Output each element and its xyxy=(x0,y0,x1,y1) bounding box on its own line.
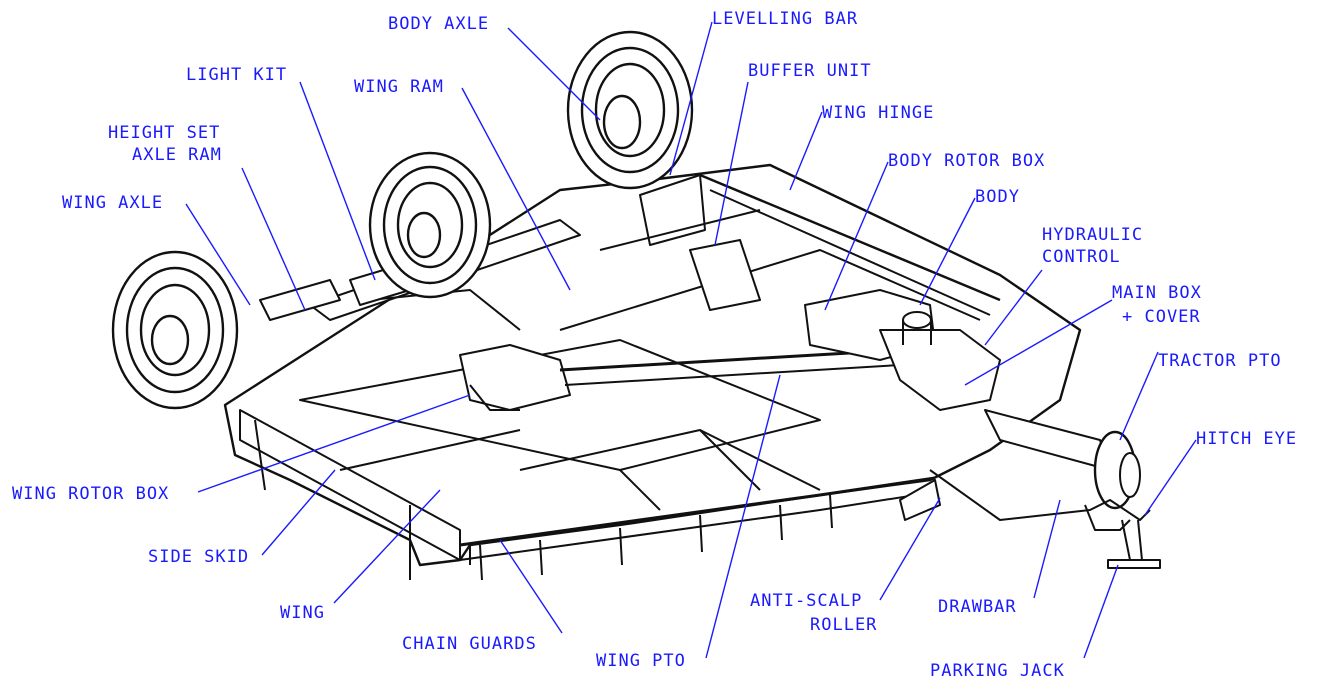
label-light-kit: LIGHT KIT xyxy=(186,65,288,85)
body-wheel xyxy=(566,30,694,190)
label-wing-hinge: WING HINGE xyxy=(822,103,935,123)
label-chain-guards: CHAIN GUARDS xyxy=(402,634,537,654)
machine-outline xyxy=(223,163,1161,581)
wing-wheel-middle xyxy=(368,151,492,299)
label-wing: WING xyxy=(280,603,325,623)
label-levelling-bar: LEVELLING BAR xyxy=(712,9,859,29)
label-wing-ram: WING RAM xyxy=(354,77,444,97)
label-height-set: HEIGHT SET xyxy=(108,123,221,143)
label-axle-ram: AXLE RAM xyxy=(132,145,222,165)
label-body-rotor-box: BODY ROTOR BOX xyxy=(888,151,1046,171)
label-body: BODY xyxy=(975,187,1020,207)
label-wing-axle: WING AXLE xyxy=(62,193,164,213)
label-anti-scalp: ANTI-SCALP xyxy=(750,591,863,611)
label-hitch-eye: HITCH EYE xyxy=(1196,429,1298,449)
label-roller: ROLLER xyxy=(810,615,878,635)
label-buffer-unit: BUFFER UNIT xyxy=(748,61,872,81)
label-wing-pto: WING PTO xyxy=(596,651,686,671)
label-main-box-cover: + COVER xyxy=(1122,307,1201,327)
label-hydraulic: HYDRAULIC xyxy=(1042,225,1144,245)
label-drawbar: DRAWBAR xyxy=(938,597,1017,617)
label-body-axle: BODY AXLE xyxy=(388,14,490,34)
leader-lines xyxy=(185,21,1197,659)
wing-wheel-left xyxy=(111,250,239,410)
label-tractor-pto: TRACTOR PTO xyxy=(1158,351,1282,371)
label-wing-rotor-box: WING ROTOR BOX xyxy=(12,484,170,504)
label-side-skid: SIDE SKID xyxy=(148,547,250,567)
label-parking-jack: PARKING JACK xyxy=(930,661,1065,681)
label-main-box: MAIN BOX xyxy=(1112,283,1202,303)
label-control: CONTROL xyxy=(1042,247,1121,267)
